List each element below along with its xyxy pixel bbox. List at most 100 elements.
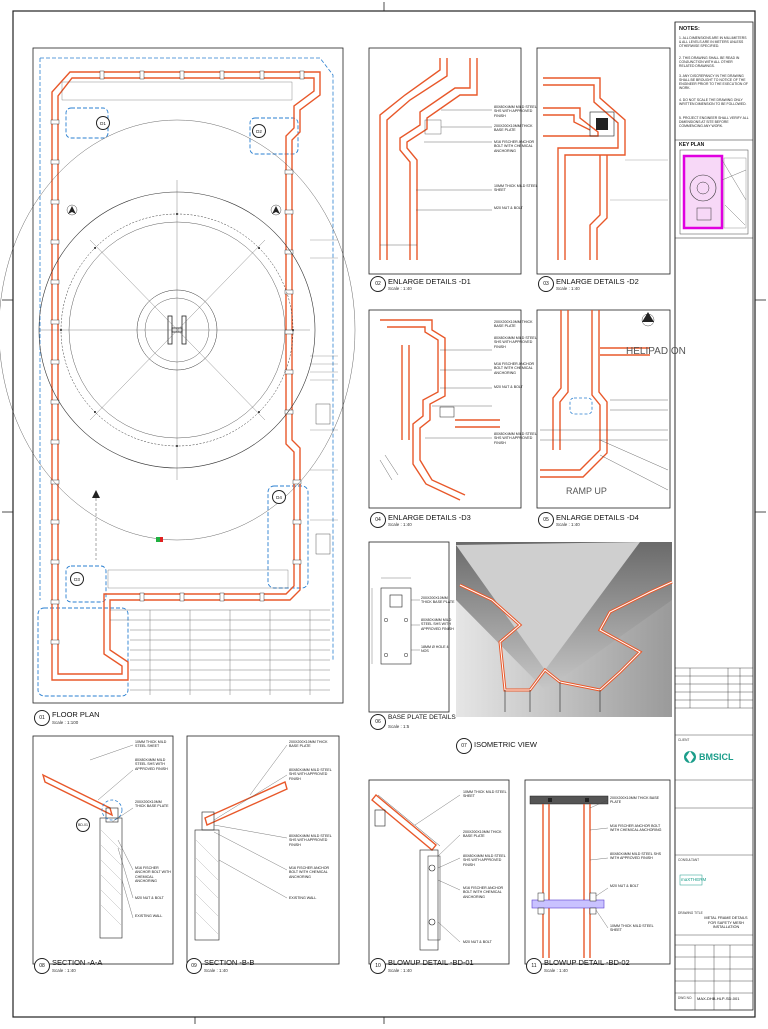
note-5: 5. PROJECT ENGINEER SHALL VERIFY ALL DIM… [679, 116, 749, 128]
floor-plan [0, 47, 356, 704]
callout-anchor: M16 FISCHER ANCHOR BOLT WITH CHEMICAL AN… [135, 866, 171, 883]
ramp-label: RAMP UP [566, 486, 607, 496]
view-scale: Scale : 1:40 [204, 968, 228, 973]
callout-nut: M20 NUT & BOLT [135, 896, 164, 900]
enlarge-d2-drawing [536, 47, 671, 275]
view-title-bd02: BLOWUP DETAIL -BD-02 [544, 958, 630, 967]
view-title-bd01: BLOWUP DETAIL -BD-01 [388, 958, 474, 967]
callout-shs: 80x80x4mm MILD STEEL SHS WITH APPROVED F… [494, 336, 537, 349]
view-scale: Scale : 1:100 [52, 720, 79, 725]
callout-shs: 80x80x4mm MILD STEEL SHS WITH APPROVED F… [421, 618, 454, 631]
view-number-badge: 06 [370, 714, 386, 730]
note-3: 3. ANY DISCREPANCY IN THE DRAWING SHALL … [679, 74, 748, 90]
note-4: 4. DO NOT SCALE THE DRAWING ONLY WRITTEN… [679, 98, 747, 106]
callout-sheet: 10mm THICK MILD STEEL SHEET [610, 924, 654, 933]
drawing-number: MAX-DHB-HLP-SD-001 [697, 996, 740, 1001]
view-title-d1: ENLARGE DETAILS -D1 [388, 277, 471, 286]
view-number-badge: 11 [526, 958, 542, 974]
enlarge-d3-drawing [368, 309, 522, 509]
callout-sheet: 10mm THICK MILD STEEL SHEET [463, 790, 507, 799]
callout-anchor: M16 FISCHER ANCHOR BOLT WITH CHEMICAL AN… [610, 824, 662, 833]
view-title-base-plate: BASE PLATE DETAILS [388, 714, 456, 721]
detail-tag-d3: D3 [70, 572, 84, 586]
view-title-floor-plan: FLOOR PLAN [52, 710, 100, 719]
view-scale: Scale : 1:40 [52, 968, 76, 973]
view-number-badge: 03 [538, 276, 554, 292]
detail-tag-d2: D2 [252, 124, 266, 138]
callout-holes: 18mm Ø HOLE 4 NOS [421, 645, 449, 654]
consultant-logo-mark [679, 874, 703, 886]
callout-sheet: 10mm THICK MILD STEEL SHEET [494, 184, 538, 193]
view-number-badge: 04 [370, 512, 386, 528]
consultant-name: maXTHERM [681, 877, 707, 882]
callout-base-plate: 200x200x10mm THICK BASE PLATE [463, 830, 502, 839]
callout-base-plate: 200x200x10mm THICK BASE PLATE [494, 124, 533, 133]
callout-shs: 80x80x4mm MILD STEEL SHS WITH APPROVED F… [463, 854, 506, 867]
bmsicl-logo-mark [684, 751, 696, 763]
enlarge-d4-drawing [536, 309, 671, 509]
callout-shs: 80x80x4mm MILD STEEL SHS WITH APPROVED F… [289, 768, 332, 781]
key-plan-label: KEY PLAN [679, 142, 705, 148]
drawing-title: METAL FRAME DETAILS FOR SAFETY MESH INST… [704, 916, 748, 930]
view-number-badge: 10 [370, 958, 386, 974]
view-title-section-bb: SECTION -B-B [204, 958, 255, 967]
callout-base-plate: 200x200x10mm THICK BASE PLATE [289, 740, 328, 749]
callout-shs: 80x80x4mm MILD STEEL SHS WITH APPROVED F… [494, 432, 537, 445]
client-name: BMSICL [699, 752, 734, 762]
base-plate-drawing [368, 541, 450, 713]
callout-shs: 80x80x4mm MILD STEEL SHS WITH APPROVED F… [289, 834, 332, 847]
view-number-badge: 08 [34, 958, 50, 974]
section-aa-drawing [32, 735, 174, 965]
callout-anchor: M16 FISCHER ANCHOR BOLT WITH CHEMICAL AN… [494, 140, 535, 153]
view-scale: Scale : 1:40 [544, 968, 568, 973]
notes-heading: NOTES: [679, 26, 700, 32]
drawing-title-label: DRAWING TITLE [678, 911, 703, 915]
callout-nut: M20 NUT & BOLT [494, 385, 523, 389]
view-scale: Scale : 1:40 [388, 522, 412, 527]
helipad-label: HELIPAD ON [626, 346, 686, 357]
callout-nut: M20 NUT & BOLT [463, 940, 492, 944]
callout-base-plate: 200x200x10mm THICK BASE PLATE [610, 796, 660, 805]
blowup-bd02-drawing [524, 779, 671, 965]
callout-anchor: M16 FISCHER ANCHOR BOLT WITH CHEMICAL AN… [463, 886, 504, 899]
view-number-badge: 02 [370, 276, 386, 292]
consultant-label: CONSULTANT [678, 858, 700, 862]
drawing-number-label: DWG NO. [678, 996, 693, 1000]
blowup-tag-bd01: BD-01 [76, 818, 90, 832]
detail-tag-d4: D4 [272, 490, 286, 504]
view-scale: Scale : 1:40 [556, 522, 580, 527]
view-scale: Scale : 1:40 [556, 286, 580, 291]
callout-shs: 80x80x4mm MILD STEEL SHS WITH APPROVED F… [610, 852, 661, 861]
callout-anchor: M16 FISCHER ANCHOR BOLT WITH CHEMICAL AN… [494, 362, 535, 375]
client-label: CLIENT [678, 738, 690, 742]
callout-wall: EXISTING WALL [135, 914, 163, 918]
view-number-badge: 01 [34, 710, 50, 726]
view-number-badge: 05 [538, 512, 554, 528]
enlarge-d1-drawing [368, 47, 522, 275]
view-title-section-aa: SECTION -A-A [52, 958, 103, 967]
view-title-isometric: ISOMETRIC VIEW [474, 740, 537, 749]
view-scale: Scale : 1:5 [388, 724, 410, 729]
callout-anchor: M16 FISCHER ANCHOR BOLT WITH CHEMICAL AN… [289, 866, 330, 879]
key-plan [679, 149, 749, 235]
detail-tag-d1: D1 [96, 116, 110, 130]
callout-base-plate: 200x200x10mm THICK BASE PLATE [421, 596, 455, 605]
view-title-d3: ENLARGE DETAILS -D3 [388, 513, 471, 522]
view-scale: Scale : 1:40 [388, 968, 412, 973]
note-1: 1. ALL DIMENSIONS ARE IN MILLIMETERS & A… [679, 36, 747, 48]
callout-nut: M20 NUT & BOLT [610, 884, 639, 888]
view-title-d2: ENLARGE DETAILS -D2 [556, 277, 639, 286]
view-number-badge: 07 [456, 738, 472, 754]
view-title-d4: ENLARGE DETAILS -D4 [556, 513, 639, 522]
callout-shs: 80x80x4mm MILD STEEL SHS WITH APPROVED F… [494, 105, 537, 118]
callout-nut: M20 NUT & BOLT [494, 206, 523, 210]
view-number-badge: 09 [186, 958, 202, 974]
callout-base-plate: 200x200x10mm THICK BASE PLATE [494, 320, 533, 329]
note-2: 2. THIS DRAWING SHALL BE READ IN CONJUNC… [679, 56, 740, 68]
callout-sheet: 10mm THICK MILD STEEL SHEET [135, 740, 167, 749]
isometric-view-drawing [456, 542, 673, 717]
section-bb-drawing [186, 735, 340, 965]
callout-wall: EXISTING WALL [289, 896, 317, 900]
